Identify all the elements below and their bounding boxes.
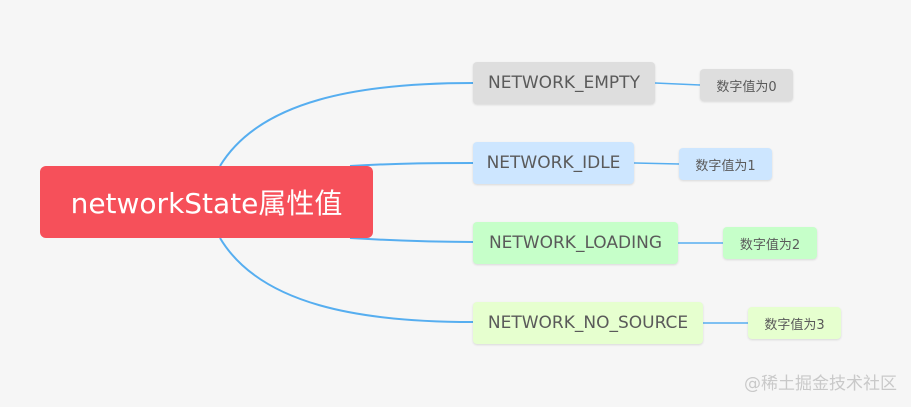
branch-node-label: NETWORK_LOADING: [488, 233, 663, 253]
branch-node-network-loading[interactable]: NETWORK_LOADING: [473, 222, 678, 264]
leaf-node-label: 数字值为0: [716, 79, 777, 95]
connector-root-to-no-source: [219, 237, 474, 323]
branch-node-network-no-source[interactable]: NETWORK_NO_SOURCE: [473, 302, 703, 344]
connector-root-to-idle: [349, 162, 474, 167]
branch-node-network-empty[interactable]: NETWORK_EMPTY: [473, 62, 655, 104]
connector-root-to-empty: [219, 82, 474, 167]
leaf-node-label: 数字值为1: [695, 158, 756, 174]
root-node-label: networkState属性值: [70, 187, 343, 220]
leaf-node-value-2[interactable]: 数字值为2: [723, 227, 817, 259]
watermark: @稀土掘金技术社区: [744, 374, 897, 394]
connector-root-to-loading: [349, 237, 474, 243]
root-node[interactable]: networkState属性值: [40, 166, 373, 238]
branch-node-label: NETWORK_EMPTY: [488, 73, 640, 93]
leaf-node-value-0[interactable]: 数字值为0: [700, 69, 793, 101]
leaf-node-label: 数字值为2: [739, 237, 801, 253]
leaf-node-label: 数字值为3: [764, 317, 825, 333]
connector-branch-to-leaf: [654, 82, 701, 86]
branch-node-label: NETWORK_NO_SOURCE: [487, 313, 689, 333]
leaf-node-value-1[interactable]: 数字值为1: [679, 148, 772, 180]
leaf-node-value-3[interactable]: 数字值为3: [748, 307, 841, 339]
connector-branch-to-leaf: [633, 162, 680, 165]
branch-node-label: NETWORK_IDLE: [486, 153, 621, 173]
branch-node-network-idle[interactable]: NETWORK_IDLE: [473, 142, 634, 184]
